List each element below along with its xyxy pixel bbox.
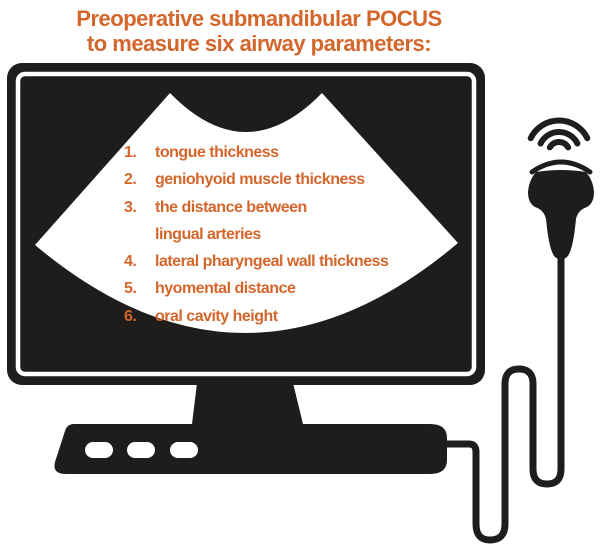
list-item-text: tongue thickness <box>155 144 279 161</box>
list-item-number: 5. <box>124 280 137 298</box>
list-item-number: 3. <box>124 198 137 216</box>
list-item-number: 1. <box>124 144 137 161</box>
monitor-base <box>54 424 448 474</box>
wireless-signal-waves-icon <box>527 117 591 151</box>
list-item-number: 6. <box>124 307 137 325</box>
base-button-1 <box>85 442 113 458</box>
signal-wave-small <box>546 139 572 151</box>
monitor <box>7 63 485 474</box>
list-item: 6. oral cavity height <box>124 303 388 330</box>
list-item-text: oral cavity height <box>155 307 278 325</box>
base-button-3 <box>170 442 198 458</box>
probe-cable-icon <box>436 242 565 544</box>
list-item: 4. lateral pharyngeal wall thickness <box>124 248 389 275</box>
signal-wave-medium <box>537 129 581 147</box>
list-item-number: 2. <box>124 171 137 189</box>
ultrasound-probe-icon <box>528 159 594 260</box>
base-button-2 <box>127 442 155 458</box>
airway-parameters-list: 1. tongue thickness 2. geniohyoid muscle… <box>124 139 389 330</box>
list-item-text: the distance between lingual arteries <box>155 198 307 243</box>
figure-title: Preoperative submandibular POCUS to meas… <box>59 6 459 56</box>
list-item: 5. hyomental distance <box>124 275 388 302</box>
screen-inner-border <box>15 71 477 377</box>
list-item-text: lateral pharyngeal wall thickness <box>155 253 389 271</box>
signal-wave-large <box>527 117 591 142</box>
list-item-number: 4. <box>124 253 137 271</box>
list-item-text: hyomental distance <box>155 280 296 298</box>
list-item: 1. tongue thickness <box>124 139 388 166</box>
monitor-stand-neck <box>192 383 303 424</box>
ultrasound-sector-fan-icon <box>35 93 458 334</box>
list-item: 2. geniohyoid muscle thickness <box>124 166 388 193</box>
probe-head-rim <box>529 159 593 175</box>
list-item: 3. the distance between lingual arteries <box>124 194 388 249</box>
list-item-text: geniohyoid muscle thickness <box>155 171 365 189</box>
probe-body <box>528 170 594 260</box>
title-line-2: to measure six airway parameters: <box>86 31 432 56</box>
title-line-1: Preoperative submandibular POCUS <box>76 6 442 31</box>
